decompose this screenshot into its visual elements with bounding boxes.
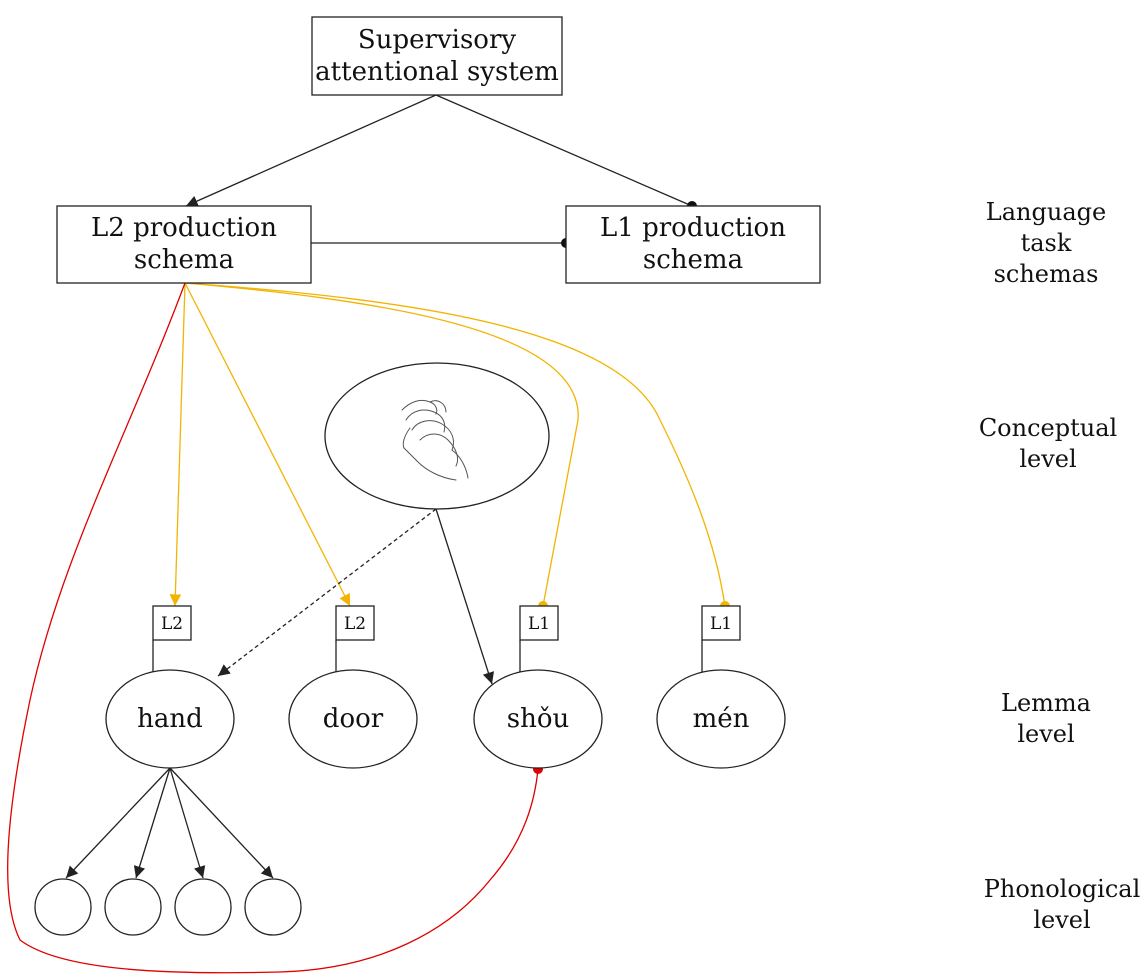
phoneme-node <box>34 878 92 936</box>
l1-schema-node: L1 production schema <box>565 205 821 284</box>
edge-yellow-to-l1-men <box>184 282 726 607</box>
tag-door-label: L2 <box>344 614 366 634</box>
edge-concept-to-shou <box>435 508 495 685</box>
edge-sas-to-l1 <box>435 94 693 207</box>
edge-yellow-to-l2-hand <box>169 282 186 607</box>
lemma-men-label: mén <box>693 704 750 734</box>
level-phonological-line2: level <box>1033 906 1090 934</box>
level-phonological-line1: Phonological <box>984 875 1141 903</box>
edge-hand-phon-4 <box>169 767 274 879</box>
level-task-line2: task <box>1021 229 1072 257</box>
level-conceptual-line1: Conceptual <box>979 414 1117 442</box>
lemma-shou-label: shǒu <box>507 704 570 734</box>
tag-hand: L2 <box>152 605 192 641</box>
hand-icon <box>401 399 469 481</box>
level-conceptual-line2: level <box>1019 445 1076 473</box>
edge-hand-phon-2 <box>133 767 171 879</box>
phoneme-node <box>174 878 232 936</box>
level-label-task: Language task schemas <box>986 198 1106 288</box>
level-label-lemma: Lemma level <box>1001 689 1091 748</box>
edge-hand-phon-3 <box>169 767 206 879</box>
level-lemma-line1: Lemma <box>1001 689 1091 717</box>
l2-schema-label-line1: L2 production <box>91 213 277 243</box>
sas-label-line1: Supervisory <box>358 25 516 55</box>
lemma-door-label: door <box>323 704 384 734</box>
concept-node <box>324 362 550 510</box>
level-label-phonological: Phonological level <box>984 875 1141 934</box>
lemma-door: door <box>288 669 418 769</box>
l1-schema-label-line1: L1 production <box>600 213 786 243</box>
tag-hand-label: L2 <box>161 614 183 634</box>
l2-schema-label-line2: schema <box>134 245 234 275</box>
edge-yellow-to-l1-shou <box>184 282 579 607</box>
lemma-hand: hand <box>105 669 235 769</box>
tag-door: L2 <box>335 605 375 641</box>
edge-sas-to-l2 <box>185 94 437 207</box>
tag-shou: L1 <box>519 605 559 641</box>
l1-schema-label-line2: schema <box>643 245 743 275</box>
sas-node: Supervisory attentional system <box>311 16 563 96</box>
edge-concept-to-hand <box>217 508 437 677</box>
tag-men-label: L1 <box>710 614 732 634</box>
lemma-hand-label: hand <box>137 704 203 734</box>
phoneme-node <box>244 878 302 936</box>
edge-yellow-to-l2-door <box>184 282 351 607</box>
level-label-conceptual: Conceptual level <box>979 414 1117 473</box>
edge-hand-phon-1 <box>65 767 171 879</box>
lemma-men: mén <box>656 669 786 769</box>
edge-red-loop <box>7 282 539 974</box>
level-task-line3: schemas <box>994 260 1099 288</box>
lemma-shou: shǒu <box>473 669 603 769</box>
tag-men: L1 <box>701 605 741 641</box>
phoneme-node <box>104 878 162 936</box>
tag-shou-label: L1 <box>528 614 550 634</box>
level-lemma-line2: level <box>1017 720 1074 748</box>
sas-label-line2: attentional system <box>315 57 559 87</box>
level-task-line1: Language <box>986 198 1106 226</box>
l2-schema-node: L2 production schema <box>56 205 312 284</box>
